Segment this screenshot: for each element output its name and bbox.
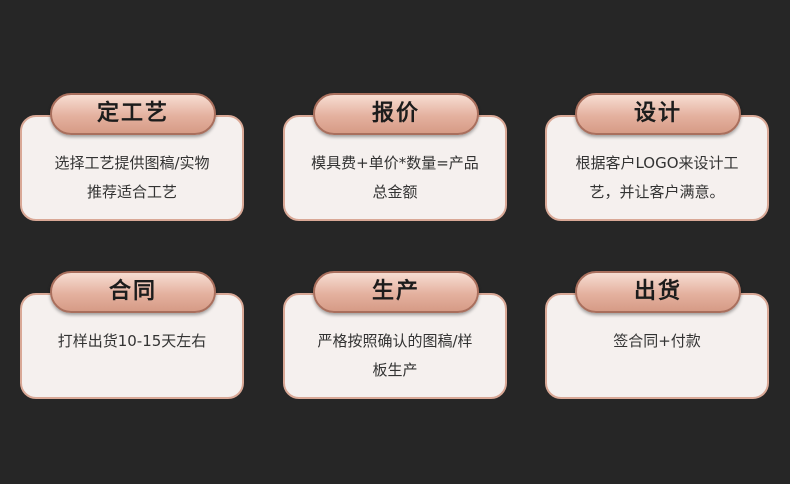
- step-title-shipment: 出货: [575, 271, 741, 313]
- step-description-line: 严格按照确认的图稿/样: [317, 332, 473, 350]
- step-description-line: 模具费+单价*数量=产品: [311, 154, 479, 172]
- step-description-line: 推荐适合工艺: [86, 183, 177, 201]
- step-description: 根据客户LOGO来设计工 艺，并让客户满意。: [559, 149, 755, 207]
- step-title-contract: 合同: [50, 271, 216, 313]
- step-description-line: 根据客户LOGO来设计工: [575, 154, 739, 172]
- step-description: 模具费+单价*数量=产品 总金额: [297, 149, 493, 207]
- step-description-line: 总金额: [372, 183, 418, 201]
- step-title-customize-process: 定工艺: [50, 93, 216, 135]
- step-title-quote: 报价: [313, 93, 479, 135]
- step-description-line: 打样出货10-15天左右: [57, 332, 207, 350]
- step-title-design: 设计: [575, 93, 741, 135]
- step-title-production: 生产: [313, 271, 479, 313]
- step-description: 签合同+付款: [559, 327, 755, 356]
- step-description: 选择工艺提供图稿/实物 推荐适合工艺: [34, 149, 230, 207]
- step-description-line: 板生产: [372, 361, 418, 379]
- step-description: 严格按照确认的图稿/样 板生产: [297, 327, 493, 385]
- step-description: 打样出货10-15天左右: [34, 327, 230, 356]
- step-description-line: 艺，并让客户满意。: [589, 183, 725, 201]
- step-description-line: 选择工艺提供图稿/实物: [54, 154, 210, 172]
- step-description-line: 签合同+付款: [613, 332, 701, 350]
